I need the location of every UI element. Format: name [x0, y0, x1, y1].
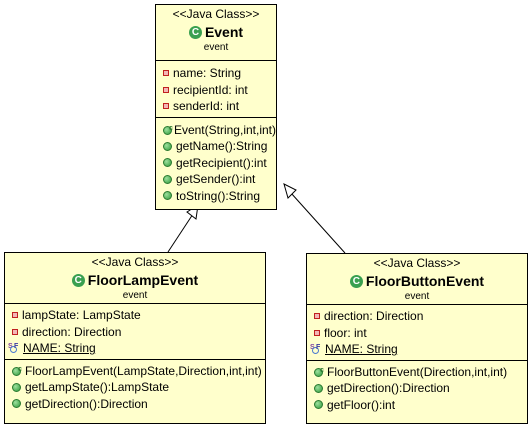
stereotype-label: <<Java Class>> [172, 7, 260, 21]
stereotype-label: <<Java Class>> [91, 255, 179, 269]
generalization-arrowhead-floorbuttonevent [283, 183, 297, 199]
constructor-icon: c [163, 124, 173, 136]
operation-row[interactable]: getSender():int [156, 171, 276, 188]
package-label: event [122, 290, 148, 301]
operation-text: toString():String [176, 188, 261, 203]
package-label: event [203, 42, 229, 53]
private-field-icon [163, 70, 169, 77]
class-floorbuttonevent[interactable]: <<Java Class>> C FloorButtonEvent event … [306, 253, 528, 424]
attribute-text: floor: int [324, 325, 367, 340]
class-title: C FloorLampEvent [5, 272, 265, 288]
package-label: event [404, 291, 430, 302]
class-header: <<Java Class>> C FloorLampEvent event [5, 253, 265, 304]
private-field-icon [163, 103, 169, 110]
class-event[interactable]: <<Java Class>> C Event event name: Strin… [155, 4, 277, 210]
class-header: <<Java Class>> C FloorButtonEvent event [307, 254, 527, 305]
class-header: <<Java Class>> C Event event [156, 5, 276, 61]
private-field-icon [12, 328, 18, 335]
attributes-section: name: String recipientId: int senderId: … [156, 61, 276, 118]
attribute-text: senderId: int [173, 99, 240, 113]
public-method-icon [12, 382, 21, 392]
attribute-row[interactable]: senderId: int [156, 98, 276, 115]
attribute-row[interactable]: floor: int [307, 325, 527, 342]
class-name: FloorLampEvent [87, 272, 199, 288]
attribute-text: NAME: String [325, 342, 398, 356]
public-method-icon [314, 383, 323, 393]
class-icon: C [188, 25, 202, 39]
attributes-section: lampState: LampState direction: Directio… [5, 304, 265, 360]
private-field-icon [314, 329, 320, 336]
operation-row[interactable]: getLampState():LampState [5, 379, 265, 396]
attribute-text: name: String [173, 66, 242, 80]
public-method-icon [163, 158, 172, 168]
operation-text: getRecipient():int [176, 155, 267, 170]
private-field-icon [12, 312, 18, 319]
generalization-line-floorlampevent [167, 213, 194, 253]
public-method-icon [12, 399, 21, 409]
operation-row[interactable]: getDirection():Direction [307, 380, 527, 397]
stereotype-label: <<Java Class>> [373, 256, 461, 270]
operation-row[interactable]: getRecipient():int [156, 155, 276, 172]
operation-row[interactable]: toString():String [156, 188, 276, 205]
class-name: Event [204, 24, 244, 40]
attribute-row[interactable]: lampState: LampState [5, 307, 265, 324]
class-name: FloorButtonEvent [365, 273, 485, 289]
attribute-text: NAME: String [23, 341, 96, 355]
class-floorlampevent[interactable]: <<Java Class>> C FloorLampEvent event la… [4, 252, 266, 424]
private-field-icon [314, 313, 320, 320]
attribute-text: lampState: LampState [22, 308, 141, 322]
attribute-row[interactable]: recipientId: int [156, 82, 276, 99]
attribute-row[interactable]: direction: Direction [307, 308, 527, 325]
attribute-text: recipientId: int [173, 82, 248, 97]
attribute-text: direction: Direction [324, 309, 424, 323]
public-method-icon [314, 400, 323, 410]
public-method-icon [163, 191, 172, 201]
operation-text: getDirection():Direction [327, 381, 450, 395]
operation-row[interactable]: getName():String [156, 138, 276, 155]
attribute-text: direction: Direction [22, 324, 122, 339]
class-title: C Event [156, 24, 276, 40]
class-icon: C [349, 274, 363, 288]
operation-row[interactable]: getDirection():Direction [5, 396, 265, 413]
operation-text: getDirection():Direction [25, 396, 148, 411]
operation-text: FloorLampEvent(LampState,Direction,int,i… [25, 363, 262, 378]
constructor-icon: c [12, 365, 23, 377]
constructor-icon: c [314, 366, 325, 378]
operation-text: Event(String,int,int) [173, 122, 276, 137]
generalization-line-floorbuttonevent [290, 192, 346, 254]
public-method-icon [163, 141, 172, 151]
class-icon: C [71, 273, 85, 287]
operation-text: FloorButtonEvent(Direction,int,int) [327, 364, 508, 379]
operation-text: getLampState():LampState [25, 380, 170, 394]
private-field-icon [163, 86, 169, 93]
public-method-icon [163, 174, 172, 184]
attribute-row[interactable]: direction: Direction [5, 324, 265, 341]
operation-text: getName():String [176, 139, 268, 153]
operation-row[interactable]: getFloor():int [307, 397, 527, 414]
class-title: C FloorButtonEvent [307, 273, 527, 289]
operation-text: getSender():int [176, 172, 256, 186]
attribute-row[interactable]: name: String [156, 65, 276, 82]
operation-text: getFloor():int [327, 397, 396, 412]
